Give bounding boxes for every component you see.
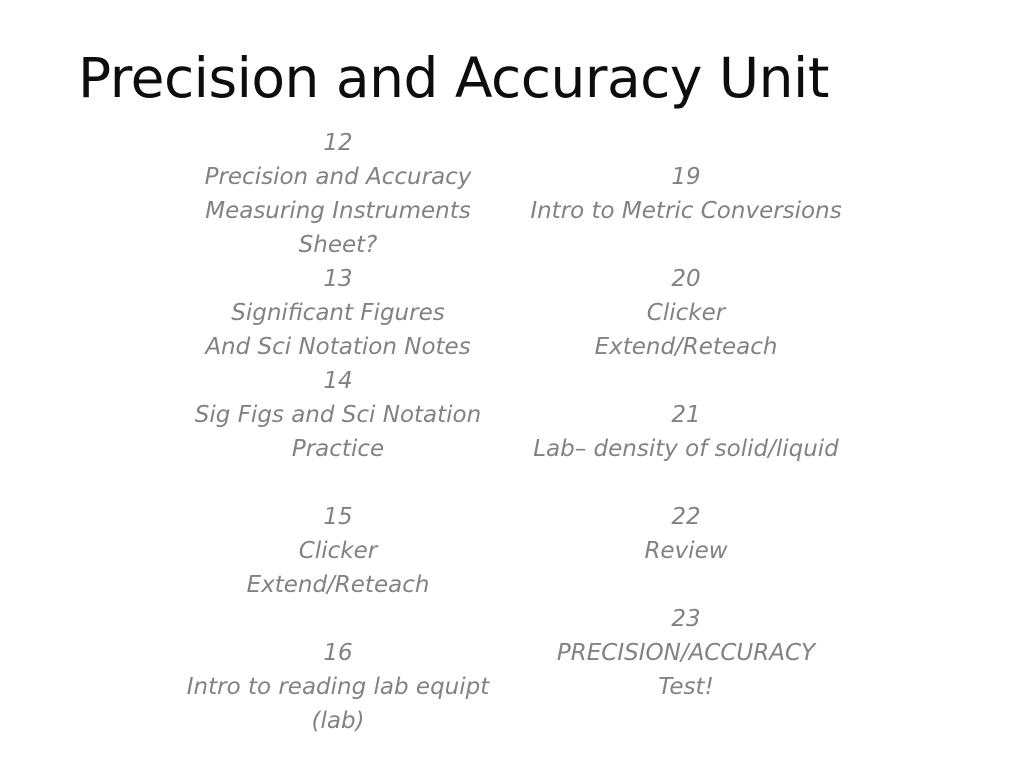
entry-spacer — [516, 364, 856, 398]
entry-text-line: Extend/Reteach — [594, 334, 778, 360]
entry-day-number: 15 — [323, 504, 353, 530]
entry-text-line: Significant Figures — [231, 300, 445, 326]
entry-spacer — [168, 466, 508, 500]
entry-text-line: Test! — [658, 674, 714, 700]
entry-day-number: 23 — [671, 606, 701, 632]
entry-day-number: 14 — [323, 368, 353, 394]
entry-text-line: Clicker — [298, 538, 378, 564]
entry-day-number: 21 — [671, 402, 701, 428]
entry-text-line: Clicker — [646, 300, 726, 326]
entry-text-line: PRECISION/ACCURACY — [556, 640, 816, 666]
entry-spacer — [516, 568, 856, 602]
entry-day-number: 22 — [671, 504, 701, 530]
entry-spacer — [168, 602, 508, 636]
entry-text-line: Measuring Instruments — [205, 198, 471, 224]
entry-day-number: 16 — [323, 640, 353, 666]
entry-day-number: 12 — [323, 130, 353, 156]
entry-text-line: Extend/Reteach — [246, 572, 430, 598]
entry-text-line: Sig Figs and Sci Notation — [194, 402, 482, 428]
entry-day-number: 13 — [323, 266, 353, 292]
entry-text-line: Practice — [291, 436, 385, 462]
page-title: Precision and Accuracy Unit — [78, 46, 829, 110]
entry-text-line: Sheet? — [298, 232, 378, 258]
entry-text-line: Lab– density of solid/liquid — [533, 436, 839, 462]
entry-text-line: Precision and Accuracy — [204, 164, 472, 190]
entry-day-number: 20 — [671, 266, 701, 292]
entry-spacer — [516, 466, 856, 500]
entry-text-line: And Sci Notation Notes — [205, 334, 471, 360]
entry-text-line: (lab) — [311, 708, 365, 734]
entry-text-line: Intro to Metric Conversions — [530, 198, 842, 224]
entry-day-number: 19 — [671, 164, 701, 190]
entry-spacer — [516, 228, 856, 262]
entry-text-line: Review — [644, 538, 728, 564]
entry-text-line: Intro to reading lab equipt — [186, 674, 490, 700]
